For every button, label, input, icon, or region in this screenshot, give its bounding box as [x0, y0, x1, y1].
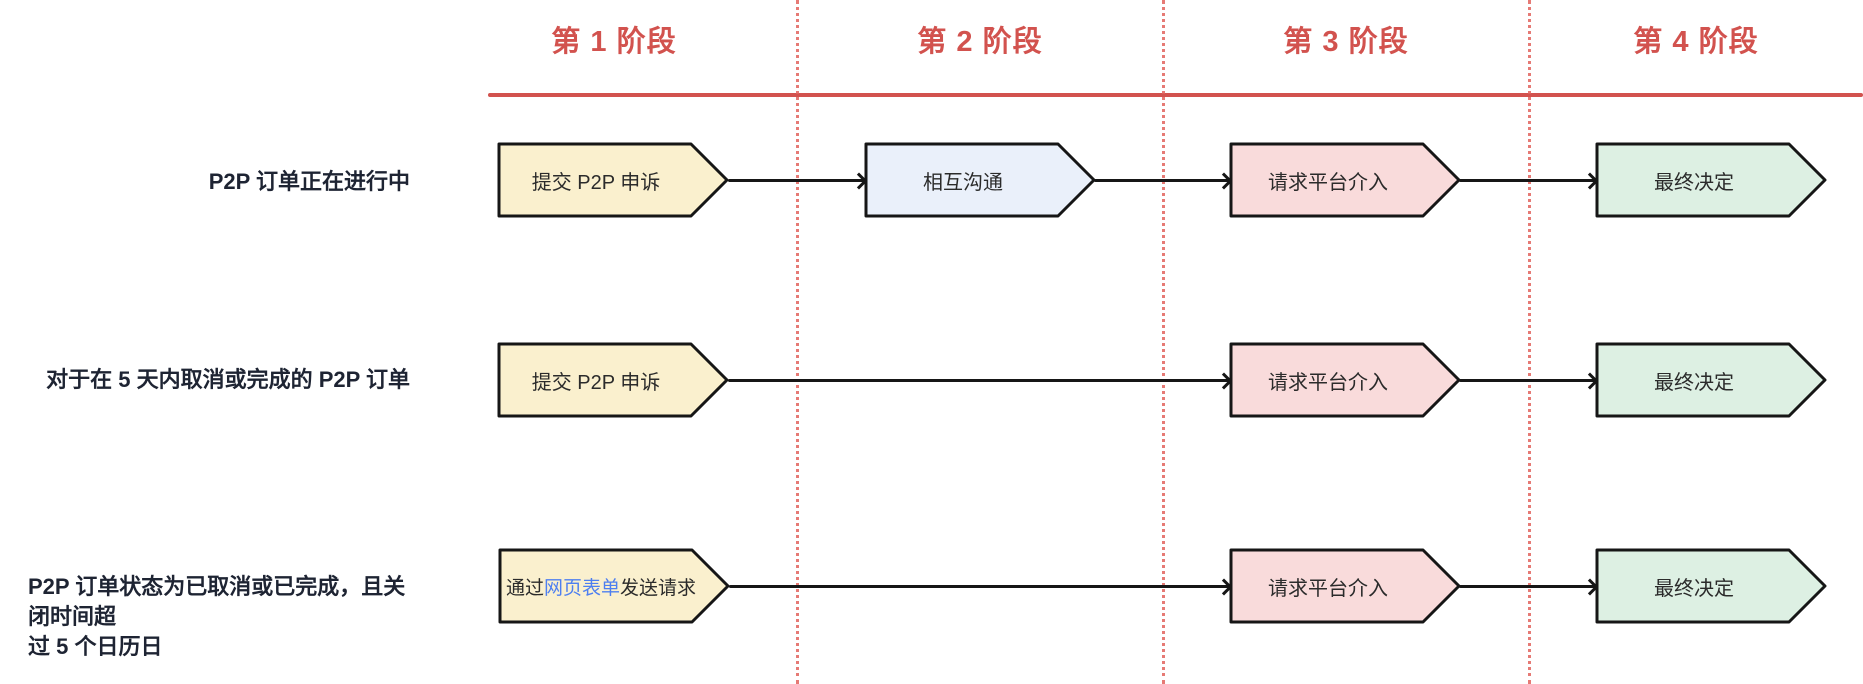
node-label: 请求平台介入: [1268, 371, 1388, 394]
flow-arrow-row1-1: [728, 172, 868, 190]
signpost-shape: [1229, 342, 1461, 418]
row-2-label: 对于在 5 天内取消或完成的 P2P 订单: [0, 365, 410, 395]
signpost-shape: [498, 548, 730, 624]
row-1-label-line: P2P 订单正在进行中: [208, 169, 410, 194]
node-label: 最终决定: [1654, 171, 1734, 194]
node-label: 最终决定: [1654, 577, 1734, 600]
node-label: 通过网页表单发送请求: [498, 548, 704, 624]
node-request-platform-row3: 请求平台介入: [1229, 548, 1461, 624]
node-request-platform-row1: 请求平台介入: [1229, 142, 1461, 218]
flow-arrow-row2-1: [728, 372, 1233, 390]
signpost-shape: [1595, 342, 1827, 418]
row-3-label-line-1: P2P 订单状态为已取消或已完成，且关闭时间超: [28, 574, 406, 629]
arrow-shaft: [729, 584, 1229, 588]
header-underline-rule: [488, 93, 1863, 97]
node-label: 请求平台介入: [1268, 171, 1388, 194]
signpost-shape: [1229, 548, 1461, 624]
arrow-shaft: [1459, 378, 1595, 382]
signpost-shape: [1595, 548, 1827, 624]
signpost-shape: [497, 142, 729, 218]
node-submit-appeal-row1: 提交 P2P 申诉: [497, 142, 729, 218]
arrow-shaft: [728, 378, 1229, 382]
row-3-label: P2P 订单状态为已取消或已完成，且关闭时间超 过 5 个日历日: [28, 572, 416, 662]
arrow-shaft: [728, 178, 864, 182]
node-final-decision-row3: 最终决定: [1595, 548, 1827, 624]
flow-arrow-row1-3: [1459, 172, 1599, 190]
signpost-shape: [1595, 142, 1827, 218]
stage-divider-2: [1162, 0, 1165, 684]
node-label-suffix: 发送请求: [620, 577, 697, 599]
node-label: 提交 P2P 申诉: [531, 171, 661, 194]
node-label: 最终决定: [1654, 371, 1734, 394]
node-label: 提交 P2P 申诉: [531, 371, 661, 394]
signpost-shape: [497, 342, 729, 418]
node-label-prefix: 通过: [505, 577, 544, 599]
arrow-shaft: [1094, 178, 1229, 182]
stage-header-1: 第 1 阶段: [551, 26, 677, 58]
flow-arrow-row3-2: [1459, 578, 1599, 596]
node-label: 请求平台介入: [1268, 577, 1388, 600]
flow-arrow-row1-2: [1094, 172, 1233, 190]
stage-header-2: 第 2 阶段: [917, 26, 1043, 58]
node-final-decision-row2: 最终决定: [1595, 342, 1827, 418]
node-web-form-request-row3: 通过网页表单发送请求: [498, 548, 730, 624]
stage-divider-1: [796, 0, 799, 684]
signpost-shape: [1229, 142, 1461, 218]
stage-header-4: 第 4 阶段: [1633, 26, 1759, 58]
node-label: 相互沟通: [923, 171, 1003, 194]
node-final-decision-row1: 最终决定: [1595, 142, 1827, 218]
stage-divider-3: [1528, 0, 1531, 684]
flow-arrow-row3-1: [729, 578, 1233, 596]
flow-arrow-row2-2: [1459, 372, 1599, 390]
stage-header-3: 第 3 阶段: [1283, 26, 1409, 58]
node-request-platform-row2: 请求平台介入: [1229, 342, 1461, 418]
signpost-shape: [864, 142, 1096, 218]
arrow-shaft: [1459, 178, 1595, 182]
row-2-label-line: 对于在 5 天内取消或完成的 P2P 订单: [46, 367, 410, 392]
web-form-link[interactable]: 网页表单: [543, 577, 620, 599]
row-3-label-line-2: 过 5 个日历日: [28, 634, 163, 659]
node-submit-appeal-row2: 提交 P2P 申诉: [497, 342, 729, 418]
node-mutual-communication-row1: 相互沟通: [864, 142, 1096, 218]
arrow-shaft: [1459, 584, 1595, 588]
row-1-label: P2P 订单正在进行中: [0, 167, 410, 197]
